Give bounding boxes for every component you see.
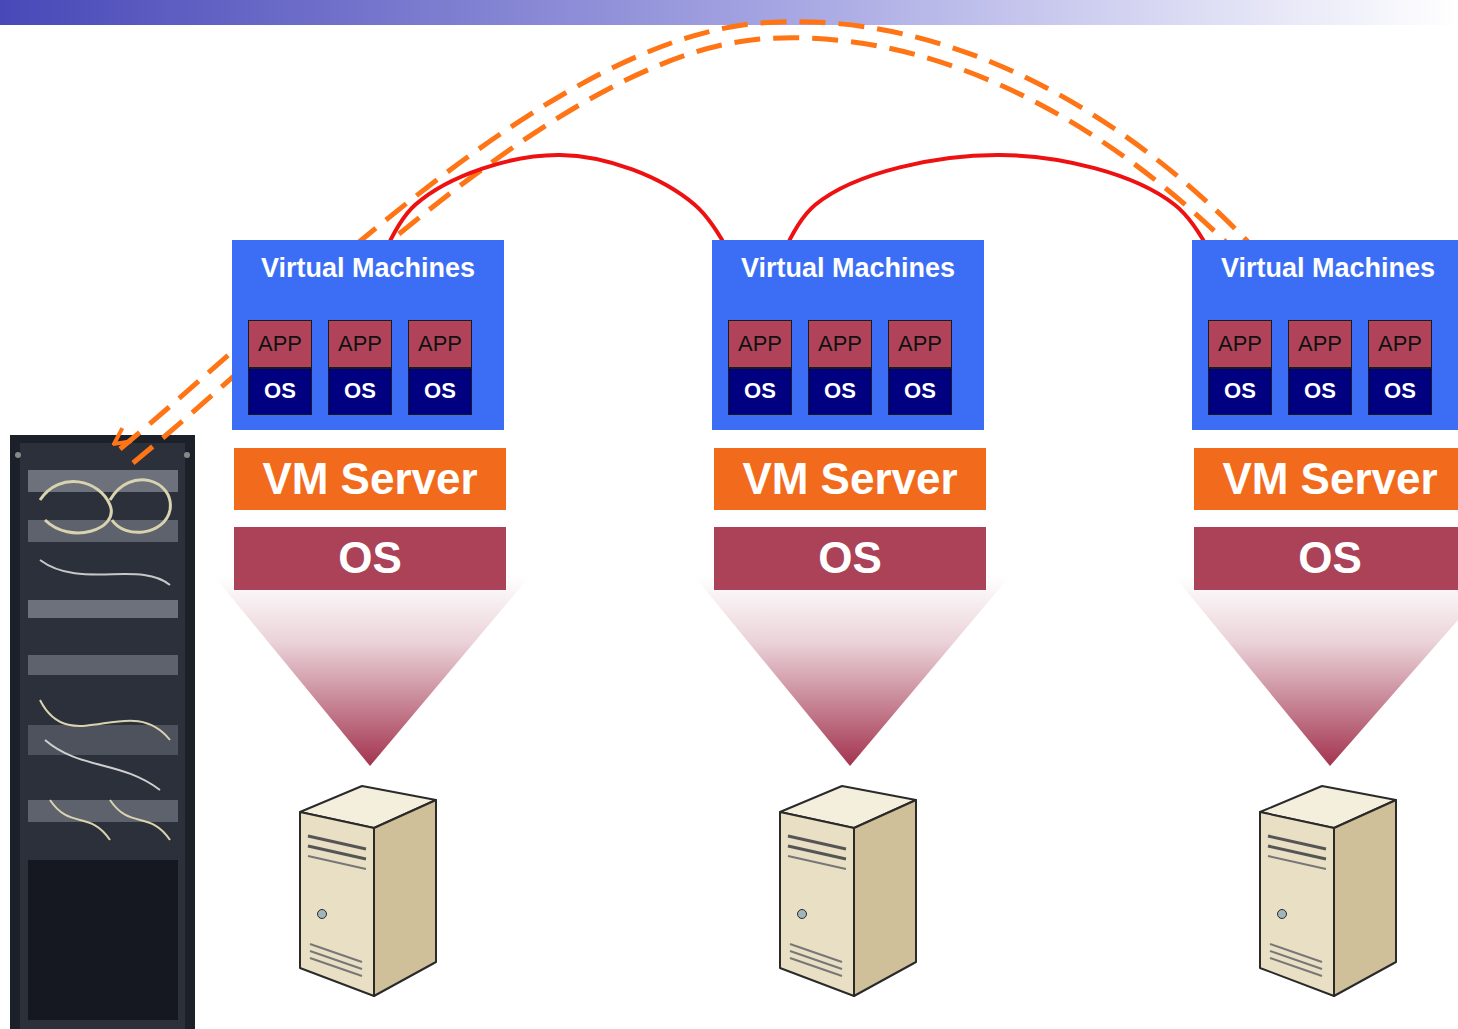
app-box: APP <box>808 320 872 368</box>
server-rack <box>10 435 195 1029</box>
node-label: VM Server <box>1222 455 1437 503</box>
node-label: OS <box>1224 379 1256 403</box>
node-label: Virtual Machines <box>1221 254 1435 284</box>
app-box: APP <box>248 320 312 368</box>
node-label: APP <box>818 332 862 356</box>
node-label: OS <box>818 534 882 582</box>
os-box: OS <box>328 368 392 415</box>
dashed-migration-line <box>114 22 1314 463</box>
node-label: OS <box>904 379 936 403</box>
server-icon <box>300 786 436 996</box>
os-box: OS <box>1208 368 1272 415</box>
app-box: APP <box>1208 320 1272 368</box>
node-label: Virtual Machines <box>261 254 475 284</box>
funnel <box>1174 576 1458 766</box>
node-label: APP <box>338 332 382 356</box>
node-label: OS <box>424 379 456 403</box>
os-box: OS <box>1368 368 1432 415</box>
os-box: OS <box>408 368 472 415</box>
vm-box: Virtual MachinesAPP OS APP OS APP OS <box>232 240 504 430</box>
server-band: VM Server <box>234 448 506 510</box>
node-label: VM Server <box>742 455 957 503</box>
os-band: OS <box>234 527 506 590</box>
node-label: Virtual Machines <box>741 254 955 284</box>
node-label: APP <box>898 332 942 356</box>
app-box: APP <box>1368 320 1432 368</box>
node-label: VM Server <box>262 455 477 503</box>
node-label: APP <box>1218 332 1262 356</box>
node-label: OS <box>1298 534 1362 582</box>
app-box: APP <box>1288 320 1352 368</box>
vm-box: Virtual MachinesAPP OS APP OS APP OS <box>1192 240 1458 430</box>
node-label: OS <box>344 379 376 403</box>
os-box: OS <box>728 368 792 415</box>
funnel <box>694 576 1010 766</box>
node-label: OS <box>1304 379 1336 403</box>
os-band: OS <box>1194 527 1458 590</box>
os-box: OS <box>808 368 872 415</box>
app-box: APP <box>408 320 472 368</box>
node-label: OS <box>1384 379 1416 403</box>
os-box: OS <box>1288 368 1352 415</box>
os-box: OS <box>888 368 952 415</box>
node-label: OS <box>264 379 296 403</box>
vm-box: Virtual MachinesAPP OS APP OS APP OS <box>712 240 984 430</box>
node-label: OS <box>824 379 856 403</box>
node-label: APP <box>1298 332 1342 356</box>
app-box: APP <box>328 320 392 368</box>
os-box: OS <box>248 368 312 415</box>
os-band: OS <box>714 527 986 590</box>
node-label: APP <box>1378 332 1422 356</box>
app-box: APP <box>728 320 792 368</box>
node-label: OS <box>744 379 776 403</box>
node-label: OS <box>338 534 402 582</box>
server-icon <box>1260 786 1396 996</box>
node-label: APP <box>258 332 302 356</box>
server-icon <box>780 786 916 996</box>
app-box: APP <box>888 320 952 368</box>
server-band: VM Server <box>1194 448 1458 510</box>
node-label: APP <box>418 332 462 356</box>
node-label: APP <box>738 332 782 356</box>
title-bar <box>0 0 1458 25</box>
server-band: VM Server <box>714 448 986 510</box>
funnel <box>214 576 530 766</box>
